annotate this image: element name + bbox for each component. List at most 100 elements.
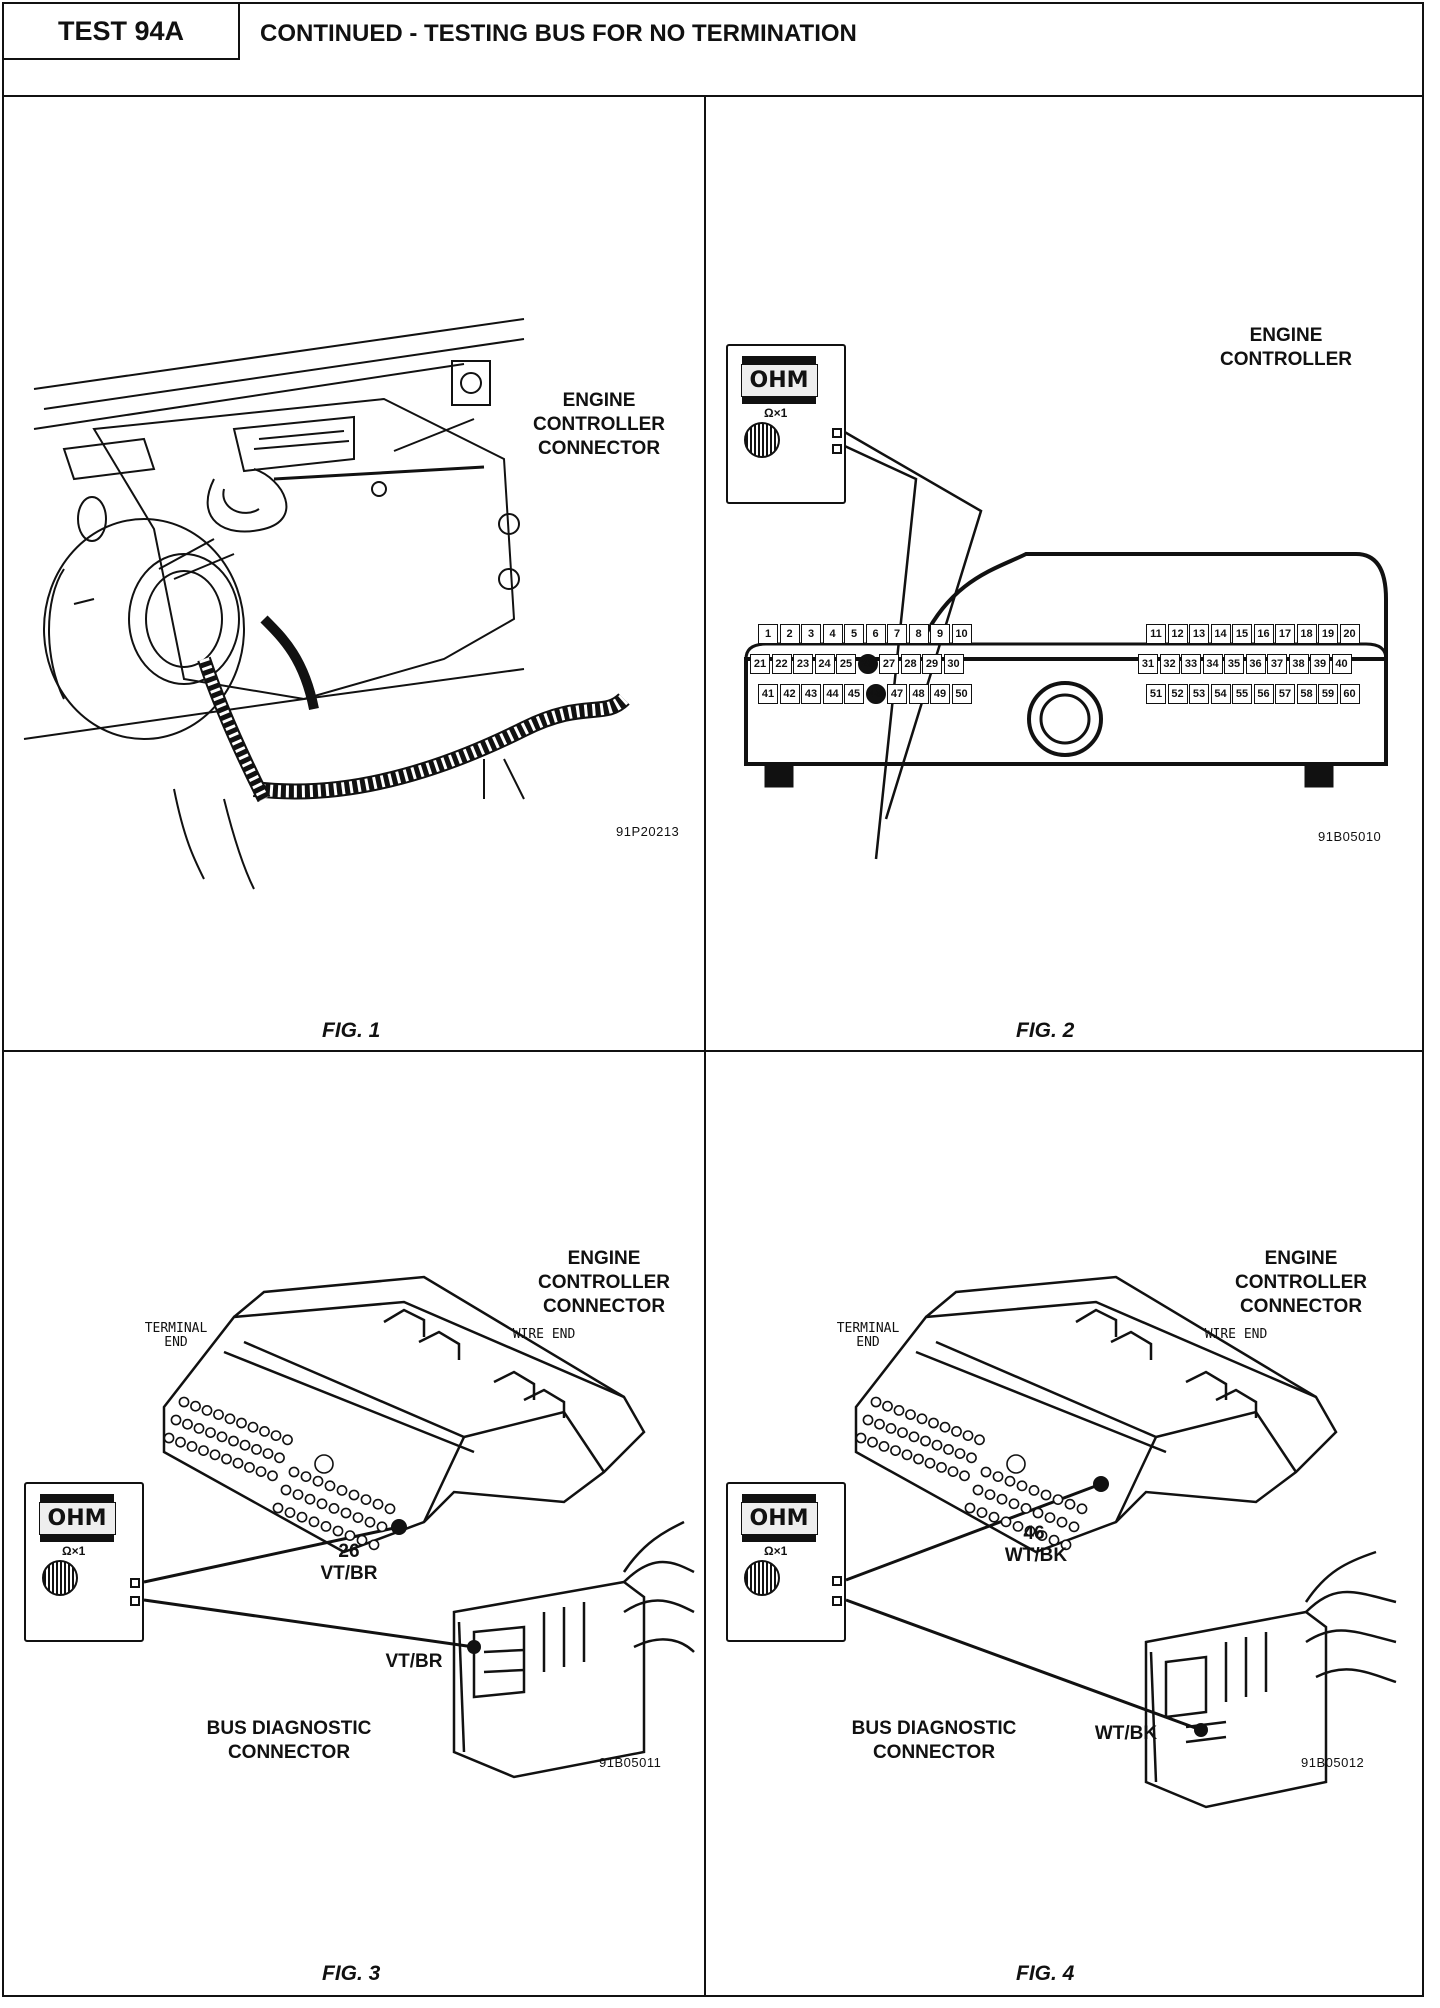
connector-pin	[292, 1489, 304, 1500]
connector-pin	[284, 1507, 296, 1518]
connector-pin	[890, 1445, 901, 1456]
connector-pin	[201, 1404, 213, 1416]
connector-pin	[236, 1417, 247, 1429]
connector-pin	[1060, 1539, 1072, 1551]
terminal-50: 50	[951, 684, 972, 704]
connector-pin	[1048, 1534, 1060, 1546]
connector-pin	[356, 1534, 368, 1546]
connector-pin	[224, 1413, 236, 1425]
connector-pin	[308, 1516, 320, 1528]
terminal-60: 60	[1339, 684, 1360, 704]
terminal-56: 56	[1253, 684, 1274, 704]
test-id: TEST 94A	[4, 4, 240, 60]
connector-pin	[1012, 1520, 1024, 1532]
display-text: OHM	[740, 363, 818, 397]
pin-number-label: 46	[1023, 1523, 1045, 1544]
connector-pin	[232, 1457, 244, 1469]
connector-pin	[954, 1448, 966, 1459]
terminal-51: 51	[1146, 684, 1166, 704]
connector-label: ENGINE CONTROLLER CONNECTOR	[1235, 1248, 1367, 1317]
jack-icon	[832, 444, 842, 454]
terminal-37: 37	[1267, 654, 1287, 674]
connector-pin	[272, 1502, 284, 1514]
terminal-35: 35	[1224, 654, 1244, 674]
terminal-17: 17	[1275, 624, 1295, 644]
terminal-24: 24	[814, 654, 835, 674]
connector-pin	[182, 1418, 193, 1430]
connector-pin	[931, 1439, 943, 1451]
connector-pin	[384, 1503, 396, 1515]
terminal-20: 20	[1339, 624, 1360, 644]
terminal-36: 36	[1245, 654, 1266, 674]
selector-knob-icon	[744, 1560, 780, 1596]
figure-caption: FIG. 2	[1016, 1019, 1075, 1042]
terminal-12: 12	[1167, 624, 1188, 644]
connector-pin	[288, 1466, 300, 1478]
figure-4: ENGINE CONTROLLER CONNECTOR TERMINAL END…	[706, 1052, 1426, 1995]
ohmmeter-display: OHM	[38, 1494, 116, 1542]
terminal-41: 41	[758, 684, 778, 704]
wire-end-label: WIRE END	[512, 1327, 576, 1342]
connector-pin	[1028, 1484, 1040, 1496]
connector-pin	[304, 1493, 316, 1505]
range-label: Ω×1	[764, 406, 788, 420]
terminal-9: 9	[930, 624, 950, 644]
connector-pin	[190, 1400, 201, 1412]
connector-pin	[1004, 1475, 1016, 1487]
connector-pin	[870, 1396, 882, 1408]
terminal-43: 43	[801, 684, 821, 704]
connector-pin	[178, 1396, 190, 1408]
connector-pin	[270, 1430, 282, 1441]
connector-pin	[340, 1507, 352, 1519]
terminal-59: 59	[1318, 684, 1338, 704]
terminal-14: 14	[1210, 624, 1231, 644]
connector-pin	[988, 1511, 1000, 1523]
pin-wire-label: VT/BR	[320, 1563, 378, 1584]
range-label: Ω×1	[764, 1544, 788, 1558]
page-title: CONTINUED - TESTING BUS FOR NO TERMINATI…	[260, 20, 857, 47]
connector-pin	[348, 1489, 360, 1501]
terminal-33: 33	[1181, 654, 1201, 674]
connector-pin	[974, 1434, 985, 1446]
connector-pin	[913, 1453, 924, 1465]
terminal-53: 53	[1189, 684, 1209, 704]
figure-code: 91P20213	[616, 824, 680, 839]
connector-pin	[312, 1475, 324, 1487]
connector-pin	[209, 1449, 221, 1461]
connector-pin	[916, 1413, 928, 1425]
terminal-30: 30	[943, 654, 964, 674]
connector-pin	[280, 1484, 292, 1496]
connector-pin	[163, 1432, 175, 1444]
terminal-end-label: TERMINAL END	[144, 1321, 208, 1350]
connector-pin	[992, 1471, 1004, 1482]
terminal-46: 46	[865, 684, 886, 704]
connector-label: ENGINE CONTROLLER CONNECTOR	[538, 1248, 670, 1317]
connector-pin	[193, 1422, 205, 1434]
connector-pin	[996, 1493, 1008, 1505]
terminal-19: 19	[1318, 624, 1338, 644]
connector-pin	[920, 1435, 931, 1447]
connector-pin	[1044, 1512, 1056, 1523]
figure-code: 91B05011	[599, 1755, 662, 1770]
connector-pin	[882, 1400, 893, 1412]
connector-pin	[1000, 1516, 1012, 1528]
terminal-22: 22	[771, 654, 792, 674]
figure-caption: FIG. 1	[322, 1019, 381, 1042]
connector-pin	[878, 1440, 890, 1452]
header: TEST 94A CONTINUED - TESTING BUS FOR NO …	[4, 4, 1422, 97]
connector-pin	[980, 1466, 992, 1478]
connector-pin	[1068, 1521, 1080, 1533]
wire-end-label: WIRE END	[1204, 1327, 1268, 1342]
connector-pin	[936, 1461, 947, 1473]
connector-pin	[901, 1449, 913, 1461]
diag-connector-label: BUS DIAGNOSTIC CONNECTOR	[851, 1718, 1017, 1763]
terminal-16: 16	[1253, 624, 1274, 644]
diag-wire-label: VT/BR	[385, 1651, 443, 1672]
connector-pin	[336, 1484, 348, 1496]
figure-1: ENGINE CONTROLLER CONNECTOR 91P20213 FIG…	[4, 99, 704, 1050]
connector-pin	[221, 1453, 232, 1465]
connector-pin	[1024, 1525, 1036, 1537]
connector-pin	[259, 1425, 270, 1437]
horizontal-divider	[4, 1050, 1422, 1052]
ohmmeter: OHM Ω×1	[726, 344, 846, 504]
